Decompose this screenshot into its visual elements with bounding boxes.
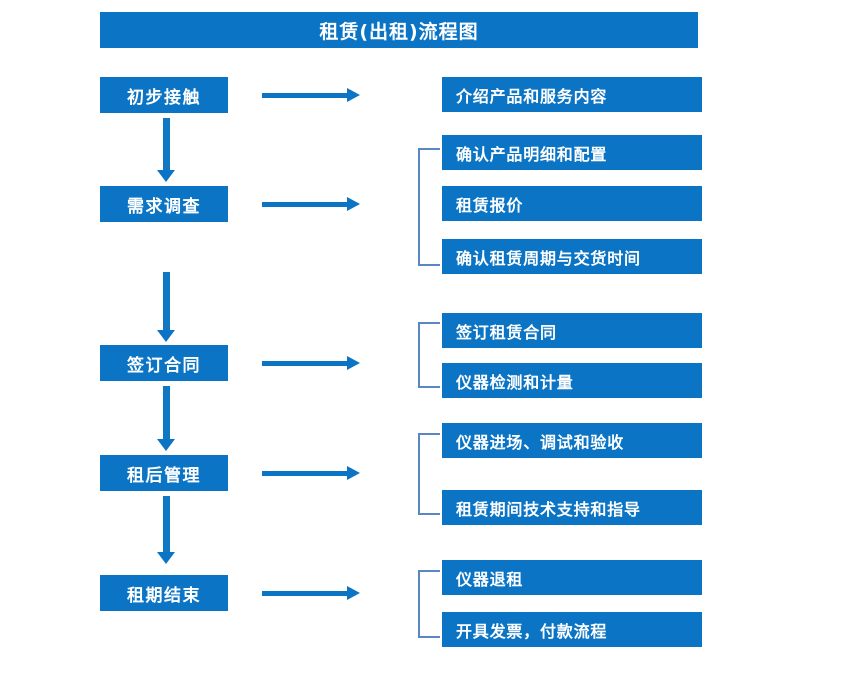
- right-arrow-icon-5: [262, 586, 360, 600]
- group-bracket-3: [418, 322, 440, 388]
- right-arrow-icon-2: [262, 197, 360, 211]
- arrow-shaft: [163, 386, 170, 439]
- arrow-head: [157, 170, 175, 182]
- right-arrow-icon-3: [262, 356, 360, 370]
- arrow-head: [157, 330, 175, 342]
- detail-box-2-3[interactable]: 确认租赁周期与交货时间: [442, 239, 702, 274]
- group-bracket-4: [418, 433, 440, 515]
- arrow-head: [347, 197, 360, 211]
- down-arrow-icon-2: [157, 272, 175, 342]
- down-arrow-icon-1: [157, 118, 175, 182]
- arrow-shaft: [163, 496, 170, 552]
- detail-box-4-1[interactable]: 仪器进场、调试和验收: [442, 423, 702, 458]
- arrow-shaft: [262, 471, 348, 476]
- detail-box-1-1[interactable]: 介绍产品和服务内容: [442, 77, 702, 112]
- arrow-shaft: [163, 272, 170, 330]
- arrow-head: [347, 586, 360, 600]
- arrow-shaft: [262, 361, 348, 366]
- arrow-head: [347, 466, 360, 480]
- arrow-shaft: [262, 93, 348, 98]
- down-arrow-icon-4: [157, 496, 175, 564]
- detail-box-5-2[interactable]: 开具发票，付款流程: [442, 612, 702, 647]
- right-arrow-icon-4: [262, 466, 360, 480]
- stage-box-4[interactable]: 租后管理: [100, 455, 228, 491]
- group-bracket-2: [418, 148, 440, 266]
- arrow-head: [347, 88, 360, 102]
- detail-box-4-2[interactable]: 租赁期间技术支持和指导: [442, 490, 702, 525]
- arrow-head: [157, 552, 175, 564]
- arrow-shaft: [262, 591, 348, 596]
- detail-box-2-1[interactable]: 确认产品明细和配置: [442, 135, 702, 170]
- detail-box-3-2[interactable]: 仪器检测和计量: [442, 363, 702, 398]
- down-arrow-icon-3: [157, 386, 175, 451]
- right-arrow-icon-1: [262, 88, 360, 102]
- diagram-title: 租赁(出租)流程图: [100, 12, 698, 48]
- stage-box-5[interactable]: 租期结束: [100, 575, 228, 611]
- stage-box-2[interactable]: 需求调查: [100, 186, 228, 222]
- arrow-head: [347, 356, 360, 370]
- arrow-shaft: [163, 118, 170, 170]
- detail-box-3-1[interactable]: 签订租赁合同: [442, 313, 702, 348]
- group-bracket-5: [418, 570, 440, 638]
- stage-box-1[interactable]: 初步接触: [100, 77, 228, 113]
- stage-box-3[interactable]: 签订合同: [100, 345, 228, 381]
- arrow-head: [157, 439, 175, 451]
- detail-box-2-2[interactable]: 租赁报价: [442, 186, 702, 221]
- arrow-shaft: [262, 202, 348, 207]
- detail-box-5-1[interactable]: 仪器退租: [442, 560, 702, 595]
